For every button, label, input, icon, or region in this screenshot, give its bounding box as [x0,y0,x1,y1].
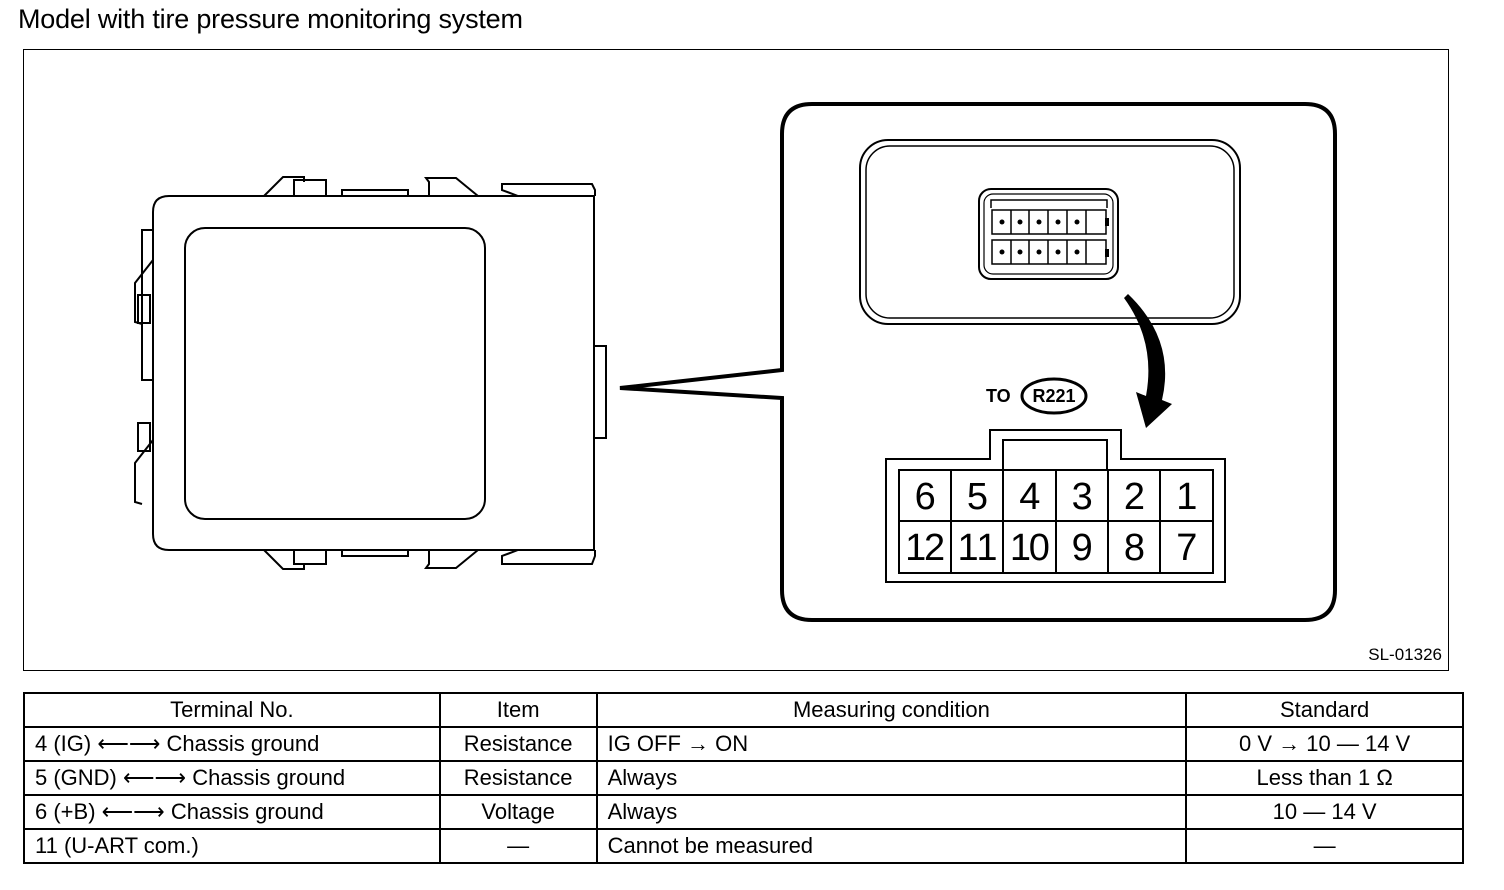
pin-number-9: 9 [1072,527,1093,569]
cell-condition: Always [595,794,1188,830]
table-header-row: Terminal No. Item Measuring condition St… [23,692,1464,728]
pin-number-4: 4 [1019,476,1040,518]
table-row: 6 (+B) ⟵⟶ Chassis ground Voltage Always … [23,794,1464,830]
cell-standard: 0 V → 10 — 14 V [1185,726,1464,762]
pin-number-2: 2 [1124,476,1145,518]
pin-number-8: 8 [1124,527,1145,569]
connector-ref-prefix: TO [986,386,1011,406]
header-condition: Measuring condition [595,692,1188,728]
table-row: 4 (IG) ⟵⟶ Chassis ground Resistance IG O… [23,726,1464,762]
pin-number-12: 12 [905,527,945,569]
connector-ref-oval [1020,377,1088,415]
cell-standard: 10 — 14 V [1185,794,1464,830]
figure-code: SL-01326 [1368,645,1442,664]
cell-standard: — [1185,828,1464,864]
pin-number-3: 3 [1072,476,1093,518]
cell-item: Voltage [438,794,598,830]
pin-number-6: 6 [915,476,936,518]
control-module [134,176,607,570]
table-row: 11 (U-ART com.) — Cannot be measured — [23,828,1464,864]
cell-condition: Cannot be measured [595,828,1188,864]
terminal-spec-table: Terminal No. Item Measuring condition St… [23,692,1464,864]
pin-number-11: 11 [958,527,998,569]
callout-bubble [619,102,1337,622]
header-standard: Standard [1185,692,1464,728]
pin-number-5: 5 [967,476,988,518]
header-item: Item [438,692,598,728]
curved-arrow-icon [1124,294,1172,428]
pin-number-10: 10 [1010,527,1050,569]
page-title: Model with tire pressure monitoring syst… [18,4,523,34]
terminal-layout [885,429,1226,583]
pin-number-1: 1 [1176,476,1197,518]
cell-item: — [438,828,598,864]
cell-item: Resistance [438,760,598,796]
cell-terminal: 11 (U-ART com.) [23,828,441,864]
cell-terminal: 5 (GND) ⟵⟶ Chassis ground [23,760,441,796]
cell-condition: Always [595,760,1188,796]
connector-ref: R221 [1032,386,1075,406]
pin-number-7: 7 [1176,527,1197,569]
pin-dots [999,218,1109,257]
table-row: 5 (GND) ⟵⟶ Chassis ground Resistance Alw… [23,760,1464,796]
cell-standard: Less than 1 Ω [1185,760,1464,796]
cell-terminal: 4 (IG) ⟵⟶ Chassis ground [23,726,441,762]
header-terminal: Terminal No. [23,692,441,728]
cell-item: Resistance [438,726,598,762]
cell-condition: IG OFF → ON [595,726,1188,762]
cell-terminal: 6 (+B) ⟵⟶ Chassis ground [23,794,441,830]
connector-face [978,188,1119,280]
